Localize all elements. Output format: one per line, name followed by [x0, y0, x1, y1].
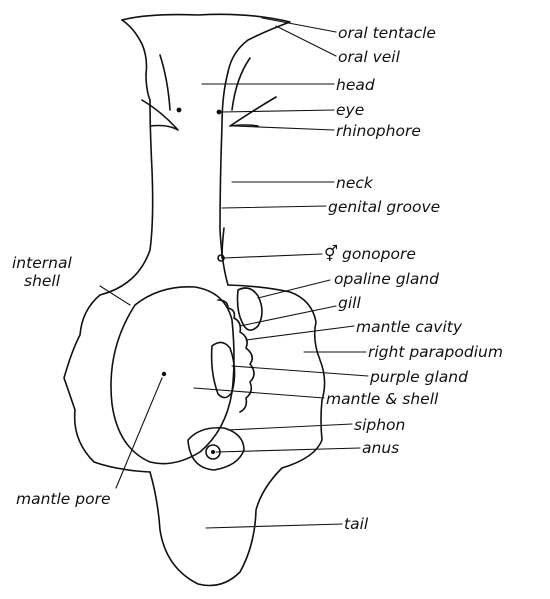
right-parapodium-outline: [227, 284, 326, 469]
label-opaline-gland: opaline gland: [334, 270, 439, 288]
labels: oral tentacle oral veil head eye rhinoph…: [12, 24, 503, 533]
right-neck: [219, 71, 229, 286]
mantle-pore-dot: [161, 371, 167, 377]
label-right-parapodium: right parapodium: [368, 343, 503, 361]
leader-lines: [99, 17, 369, 529]
right-eye-icon: [216, 109, 222, 115]
label-anus: anus: [362, 439, 399, 457]
body-outline: [63, 13, 326, 587]
right-rhinophore: [229, 96, 277, 127]
head-right-curve: [231, 57, 251, 111]
anus-dot: [211, 450, 215, 454]
label-head: head: [336, 76, 375, 94]
label-tail: tail: [344, 515, 369, 533]
tail-outline: [149, 467, 283, 587]
label-neck: neck: [336, 174, 374, 192]
label-gonopore: gonopore: [342, 245, 416, 263]
left-rhinophore: [141, 99, 179, 131]
label-mantle-shell: mantle & shell: [326, 390, 439, 408]
label-internal-shell-line1: internal: [12, 254, 72, 272]
label-genital-groove: genital groove: [328, 198, 440, 216]
left-eye-icon: [176, 107, 182, 113]
label-siphon: siphon: [354, 416, 405, 434]
gonopore-symbol-icon: ⚥: [324, 244, 338, 263]
mantle-shell: [110, 286, 235, 465]
label-mantle-pore: mantle pore: [16, 490, 111, 508]
opaline-gland: [236, 287, 263, 331]
label-eye: eye: [336, 101, 364, 119]
oral-veil: [121, 13, 291, 73]
head-left-curve: [159, 54, 171, 111]
oral-veil-left: [121, 19, 148, 75]
label-mantle-cavity: mantle cavity: [356, 318, 463, 336]
left-parapodium: [63, 294, 151, 473]
label-gill: gill: [338, 294, 361, 312]
left-neck: [99, 73, 154, 296]
genital-groove-line: [221, 227, 225, 259]
purple-gland: [210, 341, 236, 399]
label-rhinophore: rhinophore: [336, 122, 421, 140]
gill: [217, 299, 255, 413]
label-purple-gland: purple gland: [369, 368, 468, 386]
siphon: [187, 426, 245, 471]
label-internal-shell-line2: shell: [24, 272, 61, 290]
label-oral-tentacle: oral tentacle: [338, 24, 436, 42]
label-oral-veil: oral veil: [338, 48, 401, 66]
